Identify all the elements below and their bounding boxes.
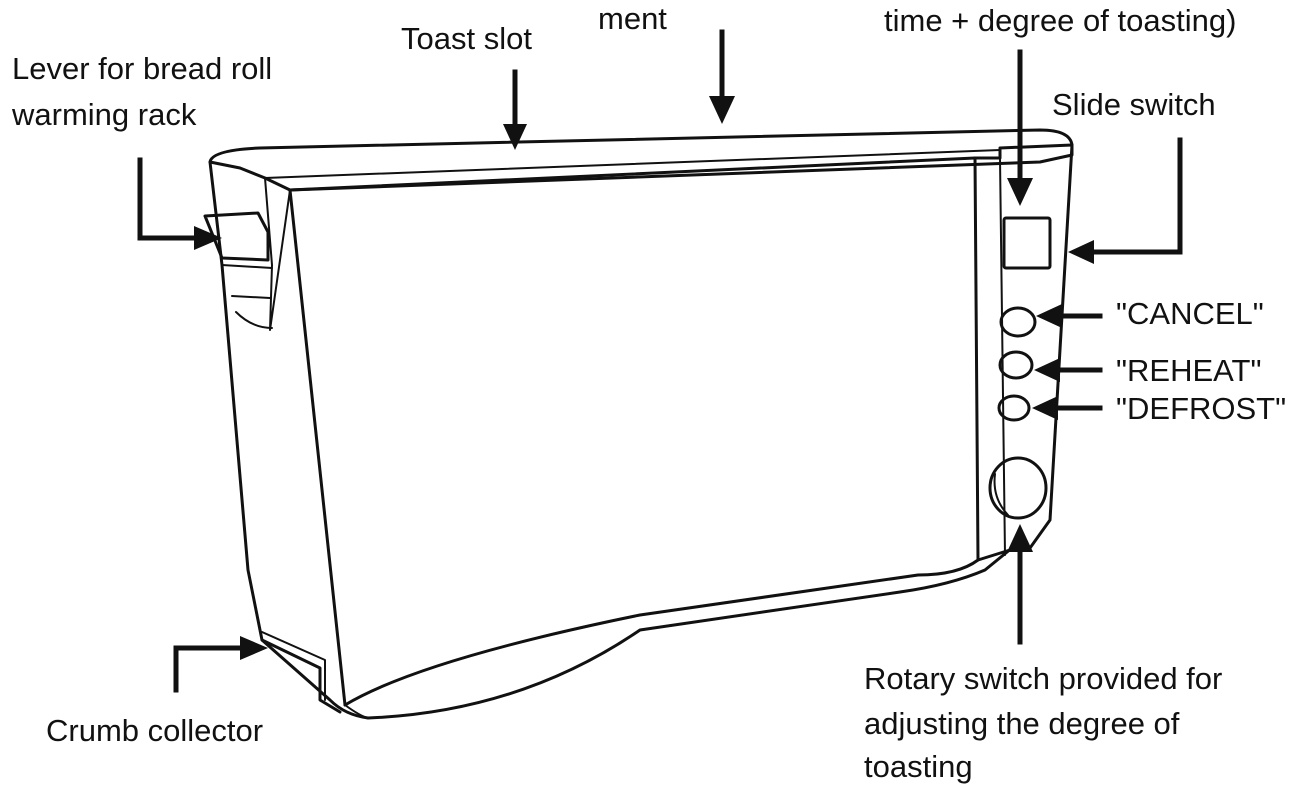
slide-switch-label: Slide switch (1052, 87, 1216, 122)
toast-slot-opening (264, 149, 1001, 179)
lever-arrow (137, 157, 203, 241)
toaster-front-panel (288, 156, 980, 707)
ment-label: ment (598, 1, 667, 36)
toast-slot-label: Toast slot (401, 21, 532, 56)
toaster-bottom (260, 546, 1014, 720)
lever-label-line2: warming rack (12, 97, 197, 132)
crumb-arrow (173, 645, 249, 693)
crumb-collector-tray (261, 631, 326, 701)
cancel-button-shape (999, 306, 1037, 338)
arrows (137, 29, 1183, 693)
warming-rack-lever (203, 211, 270, 262)
rotary-knob (988, 456, 1048, 520)
reheat-button-shape (998, 350, 1034, 380)
slide-switch-arrow (1085, 137, 1183, 255)
defrost-button-shape (997, 394, 1031, 422)
toaster-top (208, 128, 1074, 192)
toaster-left-side (208, 160, 342, 714)
lever-label-line1: Lever for bread roll (12, 51, 273, 86)
rotary-label-line2: adjusting the degree of (864, 706, 1180, 741)
time-degree-label: time + degree of toasting) (884, 3, 1237, 38)
display-window (1002, 216, 1052, 270)
cancel-label: "CANCEL" (1116, 296, 1264, 331)
reheat-label: "REHEAT" (1116, 353, 1262, 388)
defrost-label: "DEFROST" (1116, 391, 1287, 426)
rotary-label-line1: Rotary switch provided for (864, 661, 1223, 696)
rotary-label-line3: toasting (864, 749, 973, 784)
crumb-collector-label: Crumb collector (46, 713, 264, 748)
